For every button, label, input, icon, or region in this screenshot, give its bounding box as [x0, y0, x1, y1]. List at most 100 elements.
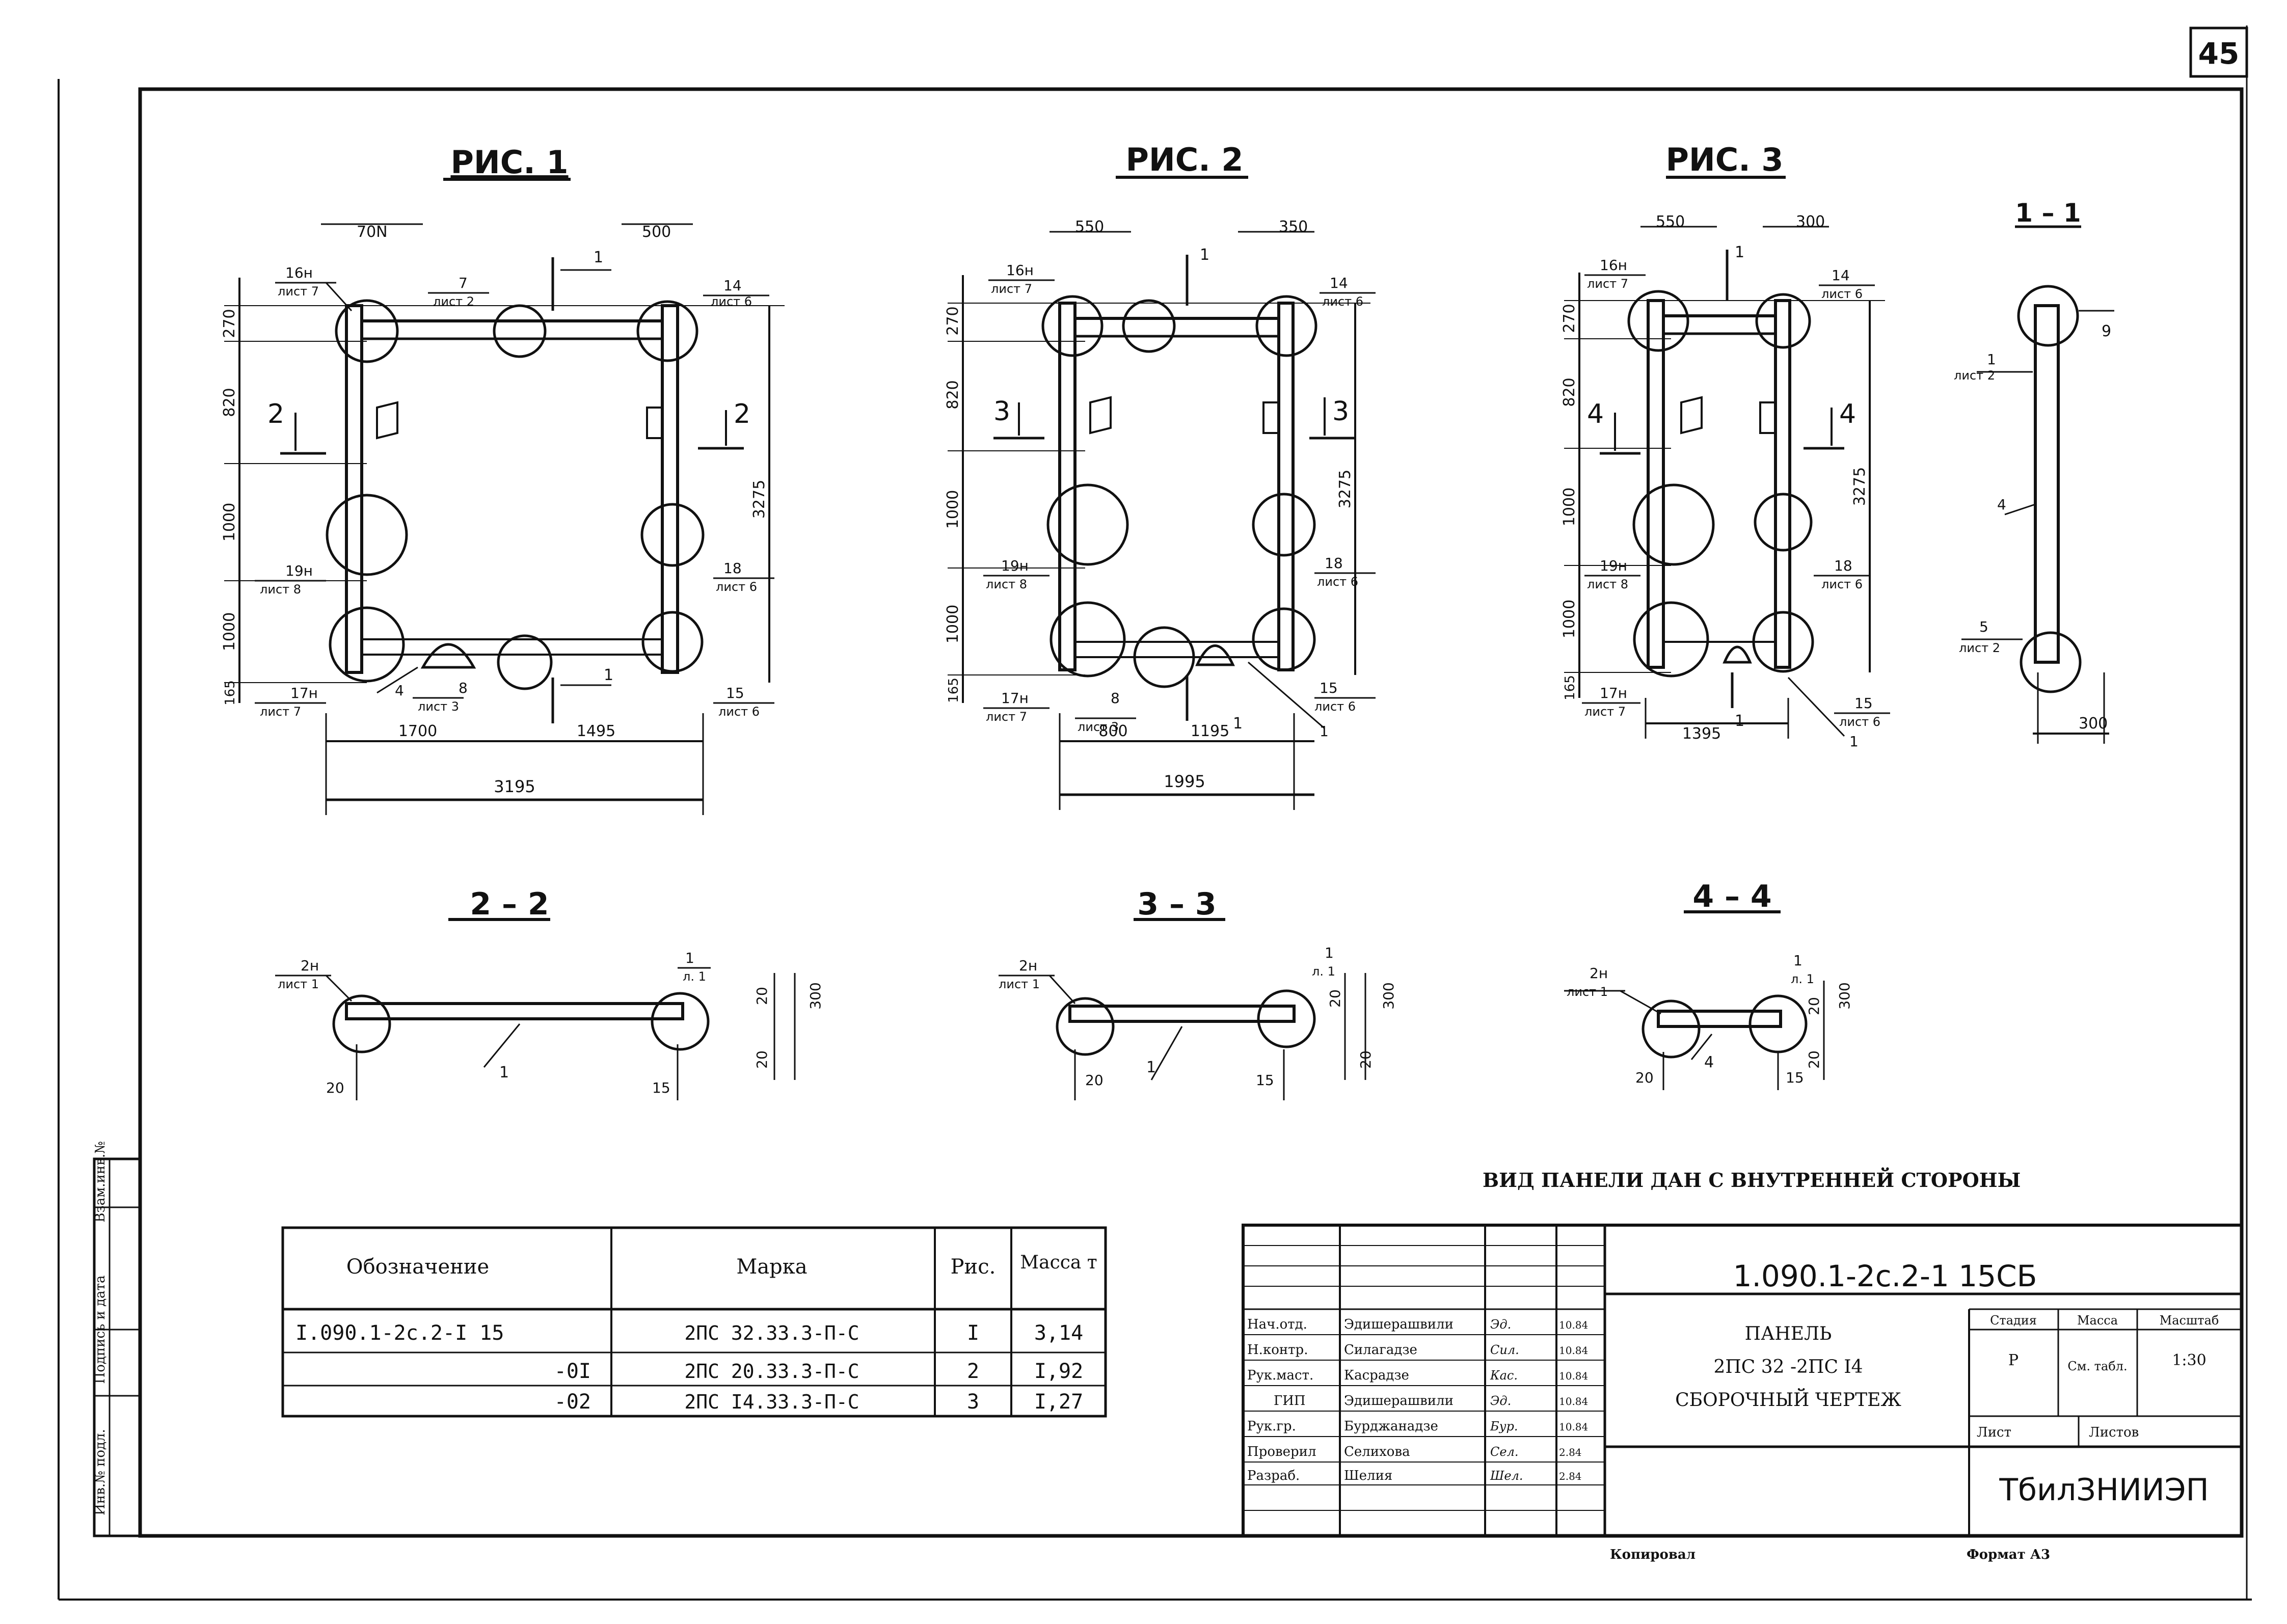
figure-3: РИС. 3: [1560, 141, 1890, 750]
fig3-dim-1000b: 1000: [1560, 600, 1578, 638]
figure-1-panel: [326, 299, 705, 690]
sec22-dim-15: 15: [652, 1079, 670, 1096]
fig1-dim-1700: 1700: [398, 722, 437, 740]
fig3-callout-18-sheet: лист 6: [1821, 577, 1863, 591]
section-2-2: [275, 918, 796, 1100]
figure-2-dimensions: [948, 231, 1370, 810]
spec-row-2: -0I 2ПС 20.33.3-П-С 2 I,92: [554, 1360, 1083, 1383]
spec-r2-mark: 2ПС 20.33.3-П-С: [684, 1360, 859, 1383]
fig2-callout-14-sheet: лист 6: [1322, 294, 1363, 309]
fig2-callout-8: 8: [1111, 690, 1120, 707]
fig3-dim-top-left: 550: [1656, 213, 1685, 231]
fig3-dim-270: 270: [1560, 304, 1578, 333]
signer-1-signature: Эд.: [1490, 1317, 1511, 1332]
sec33-dim-20-bottom: 20: [1085, 1072, 1104, 1089]
section-3-3: [999, 918, 1366, 1100]
fig1-callout-16-sheet: лист 7: [278, 284, 319, 299]
fig1-callout-15-sheet: лист 6: [718, 705, 760, 719]
fig1-dim-total-h: 3275: [750, 480, 768, 519]
spec-header-designation: Обозначение: [346, 1255, 489, 1279]
fig2-callout-16-sheet: лист 7: [991, 282, 1032, 296]
sec44-callout-1: 1: [1793, 952, 1802, 969]
fig3-callout-16: 16н: [1600, 257, 1627, 274]
fig1-dim-top-right: 500: [642, 223, 671, 241]
side-stamp-label-inv: Инв.№ подл.: [93, 1429, 108, 1515]
fig2-callout-18-sheet: лист 6: [1317, 575, 1358, 589]
section-1-1-title: 1 – 1: [2015, 198, 2081, 228]
fig1-callout-16: 16н: [285, 264, 313, 281]
fig3-callout-17: 17н: [1600, 685, 1627, 701]
signer-2-name: Силагадзе: [1344, 1342, 1417, 1358]
signer-1-date: 10.84: [1559, 1319, 1588, 1331]
fig2-section-1-bottom: 1: [1233, 715, 1243, 733]
fig1-dim-1000b: 1000: [221, 612, 238, 651]
sheets-label: Листов: [2089, 1425, 2139, 1440]
fig2-callout-18: 18: [1325, 555, 1343, 572]
signer-5-date: 10.84: [1559, 1421, 1588, 1433]
figure-3-title: РИС. 3: [1665, 141, 1783, 178]
sec11-callout-5-sheet: лист 2: [1959, 641, 2000, 655]
view-note: ВИД ПАНЕЛИ ДАН С ВНУТРЕННЕЙ СТОРОНЫ: [1483, 1168, 2021, 1192]
fig2-callout-15-sheet: лист 6: [1314, 699, 1356, 714]
signer-2-signature: Сил.: [1490, 1343, 1519, 1357]
spec-r3-designation: -02: [554, 1390, 591, 1414]
sec44-dim-20b: 20: [1806, 1050, 1822, 1069]
sec44-part-4: 4: [1704, 1053, 1714, 1071]
sec11-callout-4: 4: [1997, 496, 2006, 513]
fig1-section-2-right: 2: [734, 399, 750, 429]
sheet-label: Лист: [1977, 1425, 2011, 1440]
spec-header-mark: Марка: [736, 1255, 807, 1279]
sec44-dim-20-bottom: 20: [1635, 1069, 1654, 1086]
sec44-dim-20a: 20: [1806, 997, 1822, 1015]
figure-3-panel: [1627, 290, 1814, 678]
signer-4-date: 10.84: [1559, 1395, 1588, 1408]
fig3-callout-18: 18: [1834, 557, 1852, 574]
doc-code: 1.090.1-2с.2-1 15СБ: [1733, 1259, 2037, 1293]
signer-2-role: Н.контр.: [1247, 1342, 1308, 1358]
fig1-callout-19-sheet: лист 8: [260, 582, 301, 597]
signer-3-signature: Кас.: [1490, 1368, 1518, 1383]
fig1-callout-4: 4: [395, 682, 404, 699]
fig2-callout-19-sheet: лист 8: [986, 577, 1027, 591]
spec-row-3: -02 2ПС I4.33.3-П-С 3 I,27: [554, 1390, 1083, 1414]
fig2-dim-1195: 1195: [1191, 722, 1229, 740]
fig3-dim-1395: 1395: [1682, 725, 1721, 743]
fig1-callout-7: 7: [459, 275, 468, 291]
fig3-section-1-bottom: 1: [1735, 712, 1744, 730]
fig1-callout-18-sheet: лист 6: [716, 580, 757, 594]
fig3-callout-14: 14: [1832, 267, 1850, 284]
signer-3-role: Рук.маст.: [1247, 1368, 1313, 1383]
spec-header-figure: Рис.: [951, 1255, 996, 1279]
fig1-callout-18: 18: [723, 560, 742, 577]
fig2-section-3-left: 3: [993, 396, 1010, 427]
figure-2-title: РИС. 2: [1125, 141, 1243, 178]
sec22-callout-1: 1: [685, 950, 694, 966]
spec-r1-designation: I.090.1-2с.2-I 15: [295, 1321, 504, 1345]
spec-r3-mark: 2ПС I4.33.3-П-С: [684, 1391, 859, 1413]
fig1-callout-14: 14: [723, 277, 742, 294]
fig3-callout-1: 1: [1849, 733, 1859, 750]
sec44-dim-300: 300: [1836, 982, 1853, 1009]
sec33-dim-300: 300: [1380, 982, 1397, 1009]
spec-header-mass: Масса т: [1020, 1252, 1097, 1273]
fig3-callout-15-sheet: лист 6: [1839, 715, 1880, 729]
doc-title-line-1: ПАНЕЛЬ: [1745, 1323, 1832, 1344]
figure-2-callouts: [983, 279, 1376, 729]
fig1-callout-8-sheet: лист 3: [418, 699, 459, 714]
footer-format: Формат А3: [1967, 1547, 2050, 1562]
sec11-callout-1-sheet: лист 2: [1954, 368, 1995, 383]
spec-r1-mass: 3,14: [1034, 1321, 1083, 1345]
signer-1-name: Эдишерашвили: [1344, 1317, 1454, 1332]
figure-1: РИС. 1: [221, 144, 785, 815]
section-2-2-title: 2 – 2: [470, 886, 549, 922]
fig1-callout-8: 8: [459, 680, 468, 696]
fig3-callout-14-sheet: лист 6: [1821, 287, 1863, 301]
signer-6-date: 2.84: [1559, 1446, 1582, 1458]
fig2-dim-820: 820: [944, 380, 962, 409]
page-number: 45: [2198, 36, 2240, 71]
signer-4-role: ГИП: [1274, 1393, 1306, 1409]
signer-6-name: Селихова: [1344, 1444, 1410, 1459]
fig2-callout-17: 17н: [1001, 690, 1029, 707]
sec22-callout-2-sheet: лист 1: [278, 977, 319, 991]
sec11-callout-1: 1: [1987, 351, 1996, 368]
